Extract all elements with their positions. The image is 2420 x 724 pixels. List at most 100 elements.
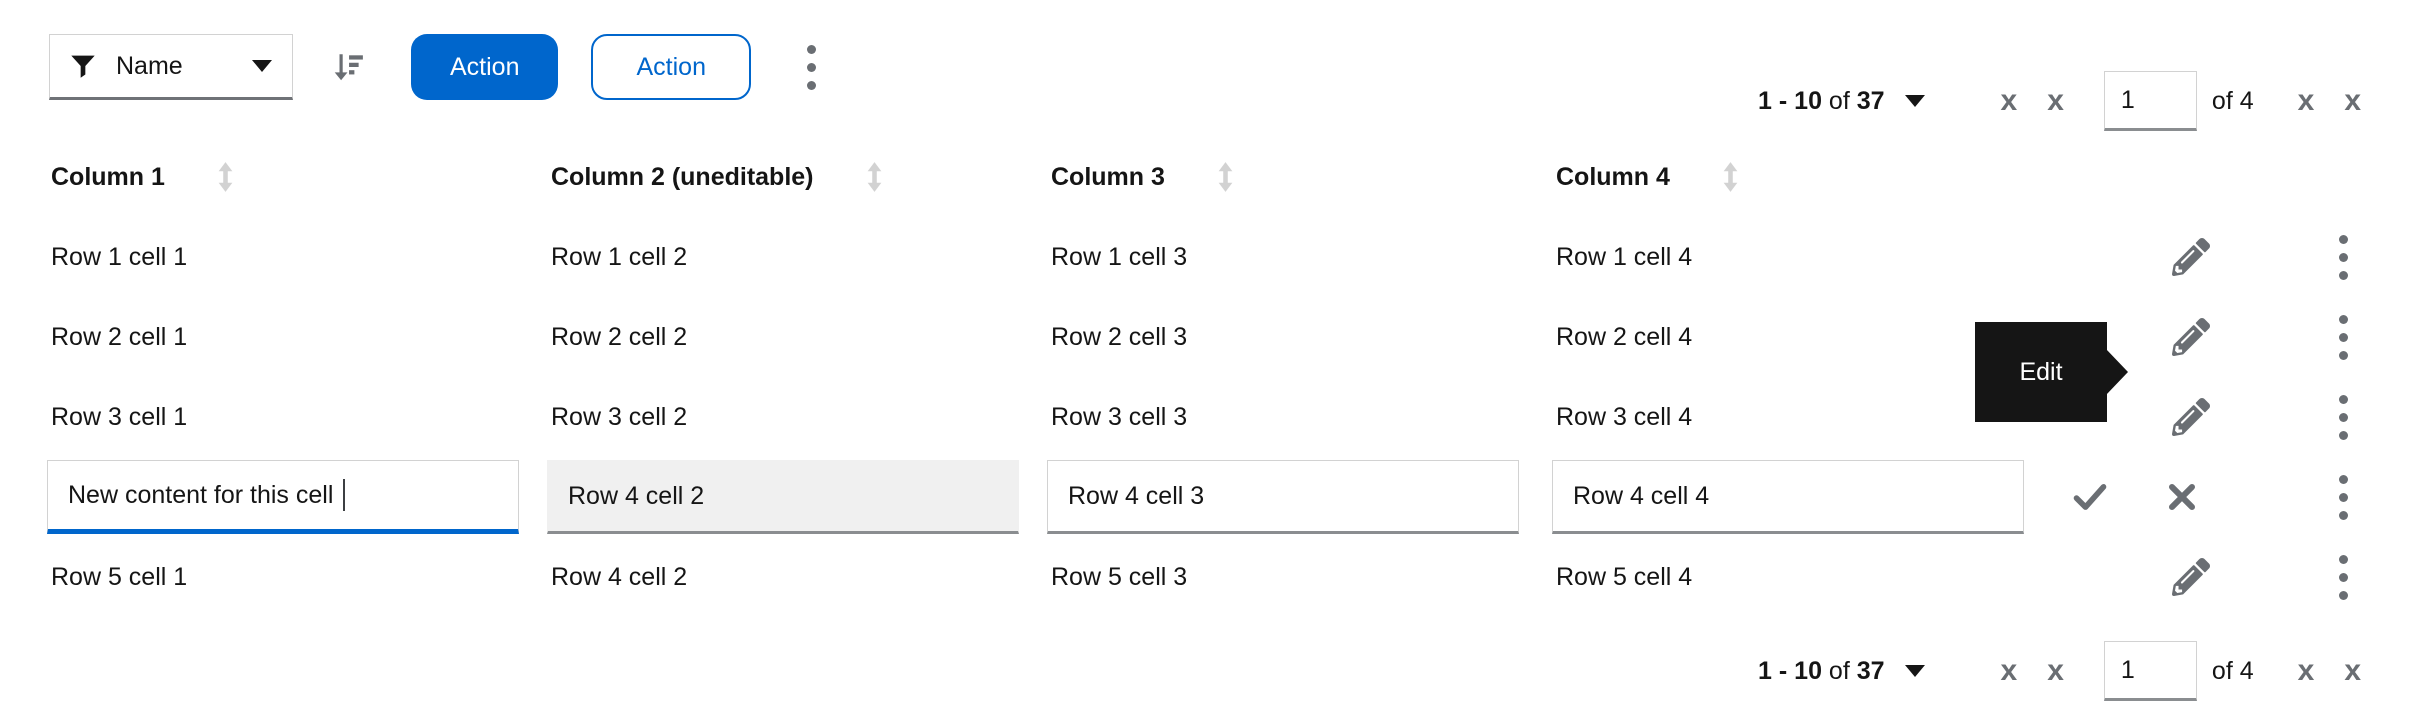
column-header-label: Column 4 [1556, 162, 1670, 191]
edit-cell-value: Row 4 cell 2 [568, 481, 705, 510]
edit-cell-input-1[interactable]: New content for this cell [47, 460, 519, 534]
edit-cell-input-2-disabled: Row 4 cell 2 [547, 460, 1019, 534]
table-header-row: Column 1 Column 2 (uneditable) Column 3 … [0, 137, 2420, 217]
pagination-total: 37 [1856, 86, 1885, 115]
column-header-4[interactable]: Column 4 [1556, 161, 2116, 193]
chevron-down-icon [1904, 95, 1925, 107]
filter-dropdown-toggle[interactable]: Name [49, 34, 293, 100]
edit-cell-value: Row 4 cell 4 [1573, 481, 1710, 510]
table-cell: Row 3 cell 2 [551, 402, 688, 431]
sort-updown-icon[interactable] [1217, 161, 1234, 193]
edit-cell-value: Row 4 cell 3 [1068, 481, 1205, 510]
sort-button[interactable] [331, 49, 365, 85]
pencil-icon [2172, 318, 2210, 356]
secondary-action-button[interactable]: Action [591, 34, 751, 100]
pencil-icon [2172, 398, 2210, 436]
row-kebab-button[interactable] [2331, 467, 2356, 528]
table-row: Row 2 cell 1 Row 2 cell 2 Row 2 cell 3 R… [0, 297, 2420, 377]
total-pages-label: of 4 [2211, 86, 2254, 115]
cancel-edit-button[interactable] [2162, 477, 2202, 517]
chevron-down-icon [1904, 665, 1925, 677]
table-cell: Row 2 cell 3 [1051, 322, 1188, 351]
last-page-button[interactable]: x [2344, 86, 2361, 116]
edit-row-button[interactable] [2168, 234, 2214, 280]
pagination-range-start: 1 - 10 [1758, 656, 1822, 685]
close-x-icon [2169, 484, 2195, 510]
next-page-button[interactable]: x [2298, 86, 2315, 116]
kebab-dot [806, 44, 816, 54]
x-glyph-icon: x [2297, 84, 2315, 117]
sort-updown-icon[interactable] [1722, 161, 1739, 193]
table-row: Row 1 cell 1 Row 1 cell 2 Row 1 cell 3 R… [0, 217, 2420, 297]
x-glyph-icon: x [2047, 654, 2064, 687]
table-cell: Row 5 cell 3 [1051, 562, 1188, 591]
edit-tooltip: Edit [1975, 322, 2128, 422]
column-header-3[interactable]: Column 3 [1051, 161, 1556, 193]
tooltip-arrow [2106, 349, 2128, 395]
table-cell: Row 2 cell 1 [51, 322, 188, 351]
table-cell: Row 4 cell 2 [551, 562, 688, 591]
check-icon [2073, 484, 2107, 510]
column-header-label: Column 3 [1051, 162, 1165, 191]
row-kebab-button[interactable] [2331, 307, 2356, 368]
row-kebab-button[interactable] [2331, 547, 2356, 608]
first-page-button[interactable]: x [2001, 656, 2018, 686]
pagination-total: 37 [1856, 656, 1885, 685]
table-cell: Row 2 cell 2 [551, 322, 688, 351]
pagination-range-label: 1 - 10 of 37 [1758, 657, 1885, 686]
pencil-icon [2172, 558, 2210, 596]
pagination-range-start: 1 - 10 [1758, 86, 1822, 115]
sort-amount-down-icon [334, 54, 363, 81]
edit-cell-input-4[interactable]: Row 4 cell 4 [1552, 460, 2024, 534]
primary-action-button[interactable]: Action [411, 34, 559, 100]
edit-cell-input-3[interactable]: Row 4 cell 3 [1047, 460, 1519, 534]
toolbar: Name Action Action [49, 34, 2420, 100]
column-header-2[interactable]: Column 2 (uneditable) [551, 161, 1051, 193]
total-pages-label: of 4 [2211, 656, 2254, 685]
table-cell: Row 3 cell 3 [1051, 402, 1188, 431]
next-page-button[interactable]: x [2298, 656, 2315, 686]
first-page-button[interactable]: x [2001, 86, 2018, 116]
table-cell: Row 2 cell 4 [1556, 322, 1693, 351]
column-header-label: Column 1 [51, 162, 165, 191]
filter-dropdown-label: Name [116, 51, 183, 80]
current-page-input[interactable] [2103, 71, 2197, 131]
table-cell: Row 1 cell 2 [551, 242, 688, 271]
x-glyph-icon: x [2000, 654, 2018, 687]
current-page-input[interactable] [2103, 641, 2197, 701]
text-cursor [343, 479, 346, 511]
per-page-dropdown-toggle[interactable] [1904, 665, 1925, 677]
x-glyph-icon: x [2344, 654, 2361, 687]
sort-updown-icon[interactable] [866, 161, 883, 193]
edit-row-button[interactable] [2168, 554, 2214, 600]
table-row: Row 5 cell 1 Row 4 cell 2 Row 5 cell 3 R… [0, 537, 2420, 617]
x-glyph-icon: x [2344, 84, 2361, 117]
editable-table: Column 1 Column 2 (uneditable) Column 3 … [0, 137, 2420, 617]
previous-page-button[interactable]: x [2047, 86, 2064, 116]
edit-row-button[interactable] [2168, 394, 2214, 440]
previous-page-button[interactable]: x [2047, 656, 2064, 686]
pagination-bottom: 1 - 10 of 37 x x of 4 x x [0, 631, 2420, 711]
table-row: Row 3 cell 1 Row 3 cell 2 Row 3 cell 3 R… [0, 377, 2420, 457]
table-row-editing: New content for this cell Row 4 cell 2 R… [0, 457, 2420, 537]
last-page-button[interactable]: x [2344, 656, 2361, 686]
table-cell: Row 3 cell 1 [51, 402, 188, 431]
row-kebab-button[interactable] [2331, 387, 2356, 448]
sort-updown-icon[interactable] [217, 161, 234, 193]
toolbar-kebab-button[interactable] [799, 37, 824, 98]
edit-tooltip-label: Edit [2019, 357, 2063, 386]
table-cell: Row 3 cell 4 [1556, 402, 1693, 431]
filter-funnel-icon [71, 55, 95, 78]
edit-row-button[interactable] [2168, 314, 2214, 360]
per-page-dropdown-toggle[interactable] [1904, 95, 1925, 107]
table-cell: Row 5 cell 4 [1556, 562, 1693, 591]
table-cell: Row 5 cell 1 [51, 562, 188, 591]
row-kebab-button[interactable] [2331, 227, 2356, 288]
column-header-1[interactable]: Column 1 [51, 161, 551, 193]
confirm-edit-button[interactable] [2068, 475, 2112, 519]
kebab-dot [806, 62, 816, 72]
kebab-dot [806, 80, 816, 90]
pagination-of-text: of [1821, 656, 1857, 685]
pagination-top: 1 - 10 of 37 x x of 4 x x [1758, 68, 2361, 134]
table-cell: Row 1 cell 4 [1556, 242, 1693, 271]
